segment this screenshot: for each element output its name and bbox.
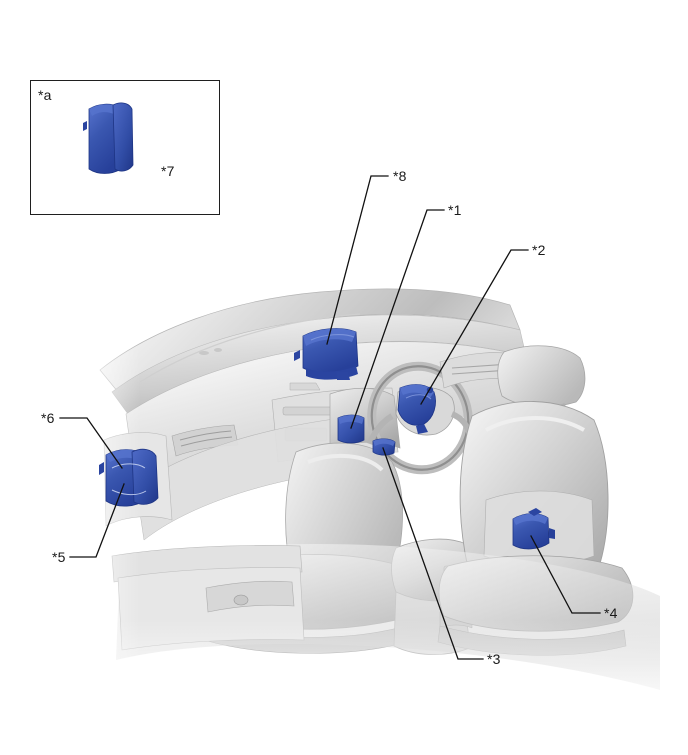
callout-label-3: *3 xyxy=(487,651,501,667)
passenger-seat-bolster-highlight xyxy=(485,416,585,432)
cowl-sensor-dot-1 xyxy=(199,351,209,355)
bottom-edge-fade xyxy=(60,620,680,710)
callout-label-a: *a xyxy=(38,87,52,103)
callout-label-2: *2 xyxy=(532,242,546,258)
cowl-sensor-dot-2 xyxy=(214,348,222,352)
leader-line-3 xyxy=(382,447,484,660)
leader-line-2 xyxy=(420,249,529,405)
interior-body-group xyxy=(60,280,680,710)
inset-detail-box xyxy=(30,80,220,215)
inset-component-illustration xyxy=(83,102,134,174)
driver-seat-back-highlight xyxy=(307,453,384,472)
component-5-6-kick-panel-modules xyxy=(99,448,159,507)
component-4-seat-side-airbag xyxy=(512,508,555,550)
leader-line-8 xyxy=(326,175,389,345)
component-7-module xyxy=(83,102,134,174)
callout-label-7: *7 xyxy=(161,163,175,179)
callout-label-1: *1 xyxy=(448,202,462,218)
callout-label-4: *4 xyxy=(604,605,618,621)
leader-line-6 xyxy=(59,417,123,469)
component-8-front-passenger-airbag xyxy=(294,328,359,380)
steering-wheel-spoke-left xyxy=(367,413,394,446)
callout-label-5: *5 xyxy=(52,549,66,565)
passenger-headrest xyxy=(497,345,586,408)
door-lock-knob xyxy=(233,594,249,606)
component-1-steering-side-module xyxy=(337,414,365,444)
cowl-highlight-line xyxy=(139,313,361,383)
callout-label-6: *6 xyxy=(41,410,55,426)
leader-line-5 xyxy=(69,483,125,558)
leader-line-1 xyxy=(350,209,445,429)
air-vent-louvers xyxy=(179,430,233,447)
component-3-column-lower-sensor xyxy=(372,438,396,456)
center-stack-badge xyxy=(289,382,321,391)
door-armrest xyxy=(205,580,295,613)
callout-label-8: *8 xyxy=(393,168,407,184)
leader-line-4 xyxy=(530,535,601,614)
highlighted-components-group xyxy=(99,328,555,550)
